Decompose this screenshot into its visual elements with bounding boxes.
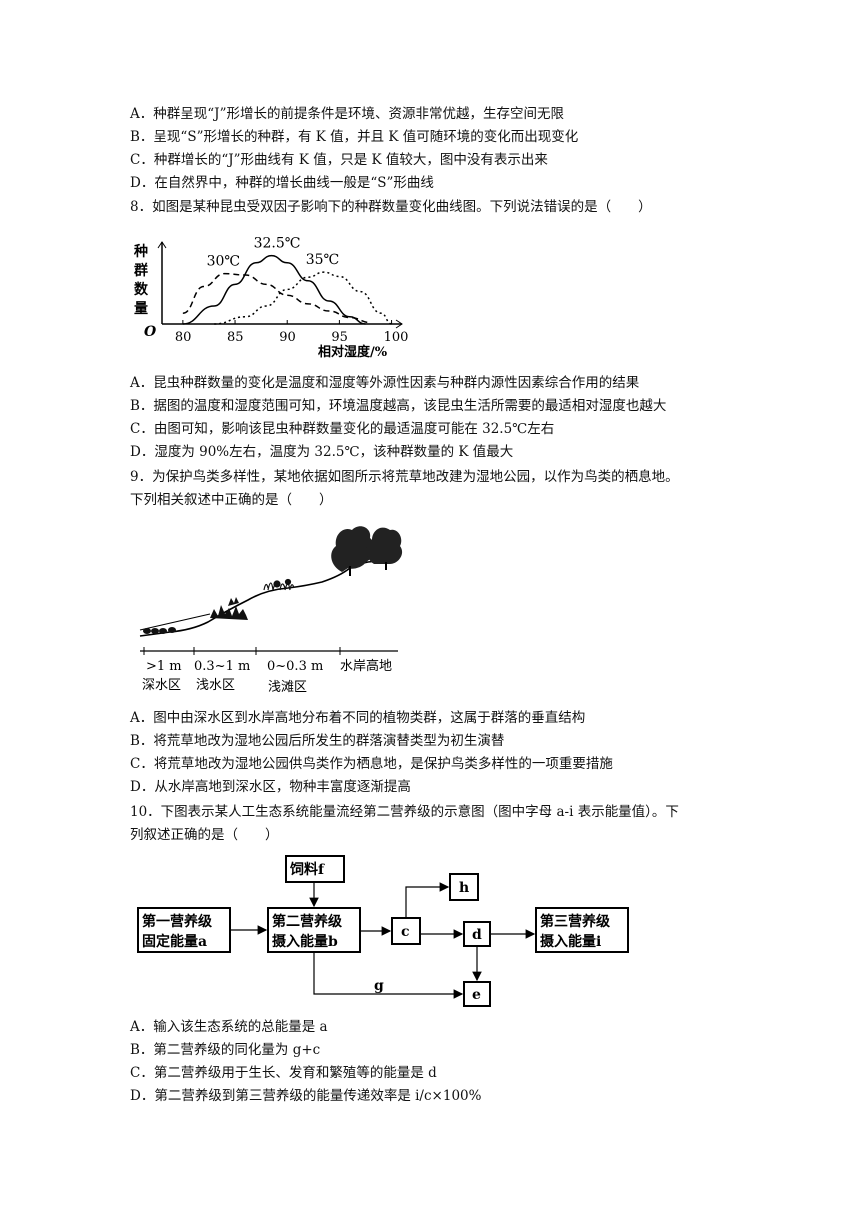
q10-stem-line1: 10．下图表示某人工生态系统能量流经第二营养级的示意图（图中字母 a-i 表示能…: [130, 804, 679, 820]
arrow-c-to-h: [405, 882, 450, 918]
first-level-box: [137, 907, 231, 953]
second-level-box: [267, 907, 361, 953]
chart-x-tick-label: 95: [331, 330, 348, 345]
third-level-box: [535, 907, 629, 953]
h-label: h: [459, 880, 469, 896]
population-humidity-chart: 80 85 90 95 100 30℃ 32.5℃ 35℃ 种 群 数 量 O 相对湿度/%: [133, 236, 409, 360]
submerged-plants-icon: [143, 627, 176, 634]
g-label: g: [374, 978, 384, 994]
chart-series-2: [214, 271, 392, 325]
emergent-plants-icon: [210, 597, 248, 620]
q8-option-a: A．昆虫种群数量的变化是温度和湿度等外源性因素与种群内源性因素综合作用的结果: [130, 375, 640, 391]
q7-option-b: B．呈现“S”形增长的种群，有 K 值，并且 K 值可随环境的变化而出现变化: [130, 129, 579, 145]
q9-option-b: B．将荒草地改为湿地公园后所发生的群落演替类型为初生演替: [130, 733, 505, 749]
chart-series-label-2: 35℃: [306, 252, 339, 268]
first-level-label-1: 第一营养级: [142, 913, 213, 930]
q9-stem-line1: 9．为保护鸟类多样性，某地依据如图所示将荒草地改建为湿地公园，以作为鸟类的栖息地…: [130, 469, 679, 485]
chart-y-arrow: [157, 241, 167, 249]
e-label: e: [472, 987, 481, 1003]
chart-x-tick-label: 90: [279, 330, 296, 345]
zone-name-1: 深水区: [142, 678, 181, 693]
first-level-label-2: 固定能量a: [142, 933, 207, 950]
c-label: c: [401, 924, 410, 940]
chart-ylabel-1: 种: [133, 243, 148, 260]
third-level-label-1: 第三营养级: [540, 913, 611, 930]
q10-option-d: D．第二营养级到第三营养级的能量传递效率是 i/c×100%: [130, 1088, 482, 1104]
zone-depth-2: 0.3~1 m: [194, 659, 250, 674]
q8-stem: 8．如图是某种昆虫受双因子影响下的种群数量变化曲线图。下列说法错误的是（ ）: [130, 199, 652, 215]
water-surface: [139, 613, 211, 631]
q7-option-a: A．种群呈现“J”形增长的前提条件是环境、资源非常优越，生存空间无限: [130, 106, 564, 122]
q8-option-c: C．由图可知，影响该昆虫种群数量变化的最适温度可能在 32.5℃左右: [130, 421, 555, 437]
q10-option-c: C．第二营养级用于生长、发育和繁殖等的能量是 d: [130, 1065, 437, 1081]
q9-option-a: A．图中由深水区到水岸高地分布着不同的植物类群，这属于群落的垂直结构: [130, 710, 586, 726]
q9-option-d: D．从水岸高地到深水区，物种丰富度逐渐提高: [130, 779, 411, 795]
energy-flow-diagram: 饲料f 第一营养级 固定能量a 第二营养级 摄入能量b 第三营养级 摄入能量i …: [137, 855, 629, 1007]
q9-stem-line2: 下列相关叙述中正确的是（ ）: [130, 492, 333, 508]
chart-series-1: [182, 254, 366, 325]
zone-name-2: 浅水区: [196, 678, 235, 693]
chart-x-arrow: [395, 319, 403, 329]
chart-x-tick-label: 80: [175, 330, 192, 345]
h-box: [449, 873, 479, 901]
zone-name-3: 浅滩区: [268, 680, 307, 695]
q10-option-a: A．输入该生态系统的总能量是 a: [130, 1019, 328, 1035]
chart-ylabel-2: 群: [133, 262, 148, 279]
q10-stem-line2: 列叙述正确的是（ ）: [130, 827, 279, 843]
chart-x-tick-label: 100: [384, 330, 409, 345]
chart-series-label-1: 32.5℃: [254, 236, 301, 252]
chart-ylabel-3: 数: [134, 281, 149, 298]
feed-box: [285, 855, 345, 883]
chart-x-tick-label: 85: [227, 330, 244, 345]
q10-option-b: B．第二营养级的同化量为 g+c: [130, 1042, 321, 1058]
q9-option-c: C．将荒草地改为湿地公园供鸟类作为栖息地，是保护鸟类多样性的一项重要措施: [130, 756, 613, 772]
feed-label: 饲料f: [289, 861, 325, 878]
trees-icon: [331, 526, 403, 576]
zone-name-4: 水岸高地: [340, 658, 392, 674]
chart-series-label-0: 30℃: [207, 254, 240, 270]
chart-ylabel-4: 量: [134, 301, 148, 317]
q7-option-c: C．种群增长的“J”形曲线有 K 值，只是 K 值较大，图中没有表示出来: [130, 152, 548, 168]
chart-xlabel: 相对湿度/%: [318, 344, 388, 360]
e-box: [463, 981, 491, 1007]
second-level-label-2: 摄入能量b: [272, 933, 338, 950]
third-level-label-2: 摄入能量i: [540, 933, 601, 950]
q7-option-d: D．在自然界中，种群的增长曲线一般是“S”形曲线: [130, 175, 434, 191]
chart-origin-label: O: [144, 324, 157, 340]
arrow-second-to-e: [313, 952, 464, 999]
d-label: d: [472, 927, 482, 943]
zone-depth-3: 0~0.3 m: [267, 659, 323, 674]
q8-option-d: D．湿度为 90%左右，温度为 32.5℃，该种群数量的 K 值最大: [130, 444, 514, 460]
beach-plants-icon: [263, 578, 295, 591]
zone-depth-1: >1 m: [146, 659, 182, 674]
second-level-label-1: 第二营养级: [272, 913, 343, 930]
wetland-profile-diagram: >1 m 0.3~1 m 0~0.3 m 水岸高地 深水区 浅水区 浅滩区: [139, 526, 403, 695]
d-box: [463, 921, 491, 947]
q8-option-b: B．据图的温度和湿度范围可知，环境温度越高，该昆虫生活所需要的最适相对湿度也越大: [130, 398, 667, 414]
